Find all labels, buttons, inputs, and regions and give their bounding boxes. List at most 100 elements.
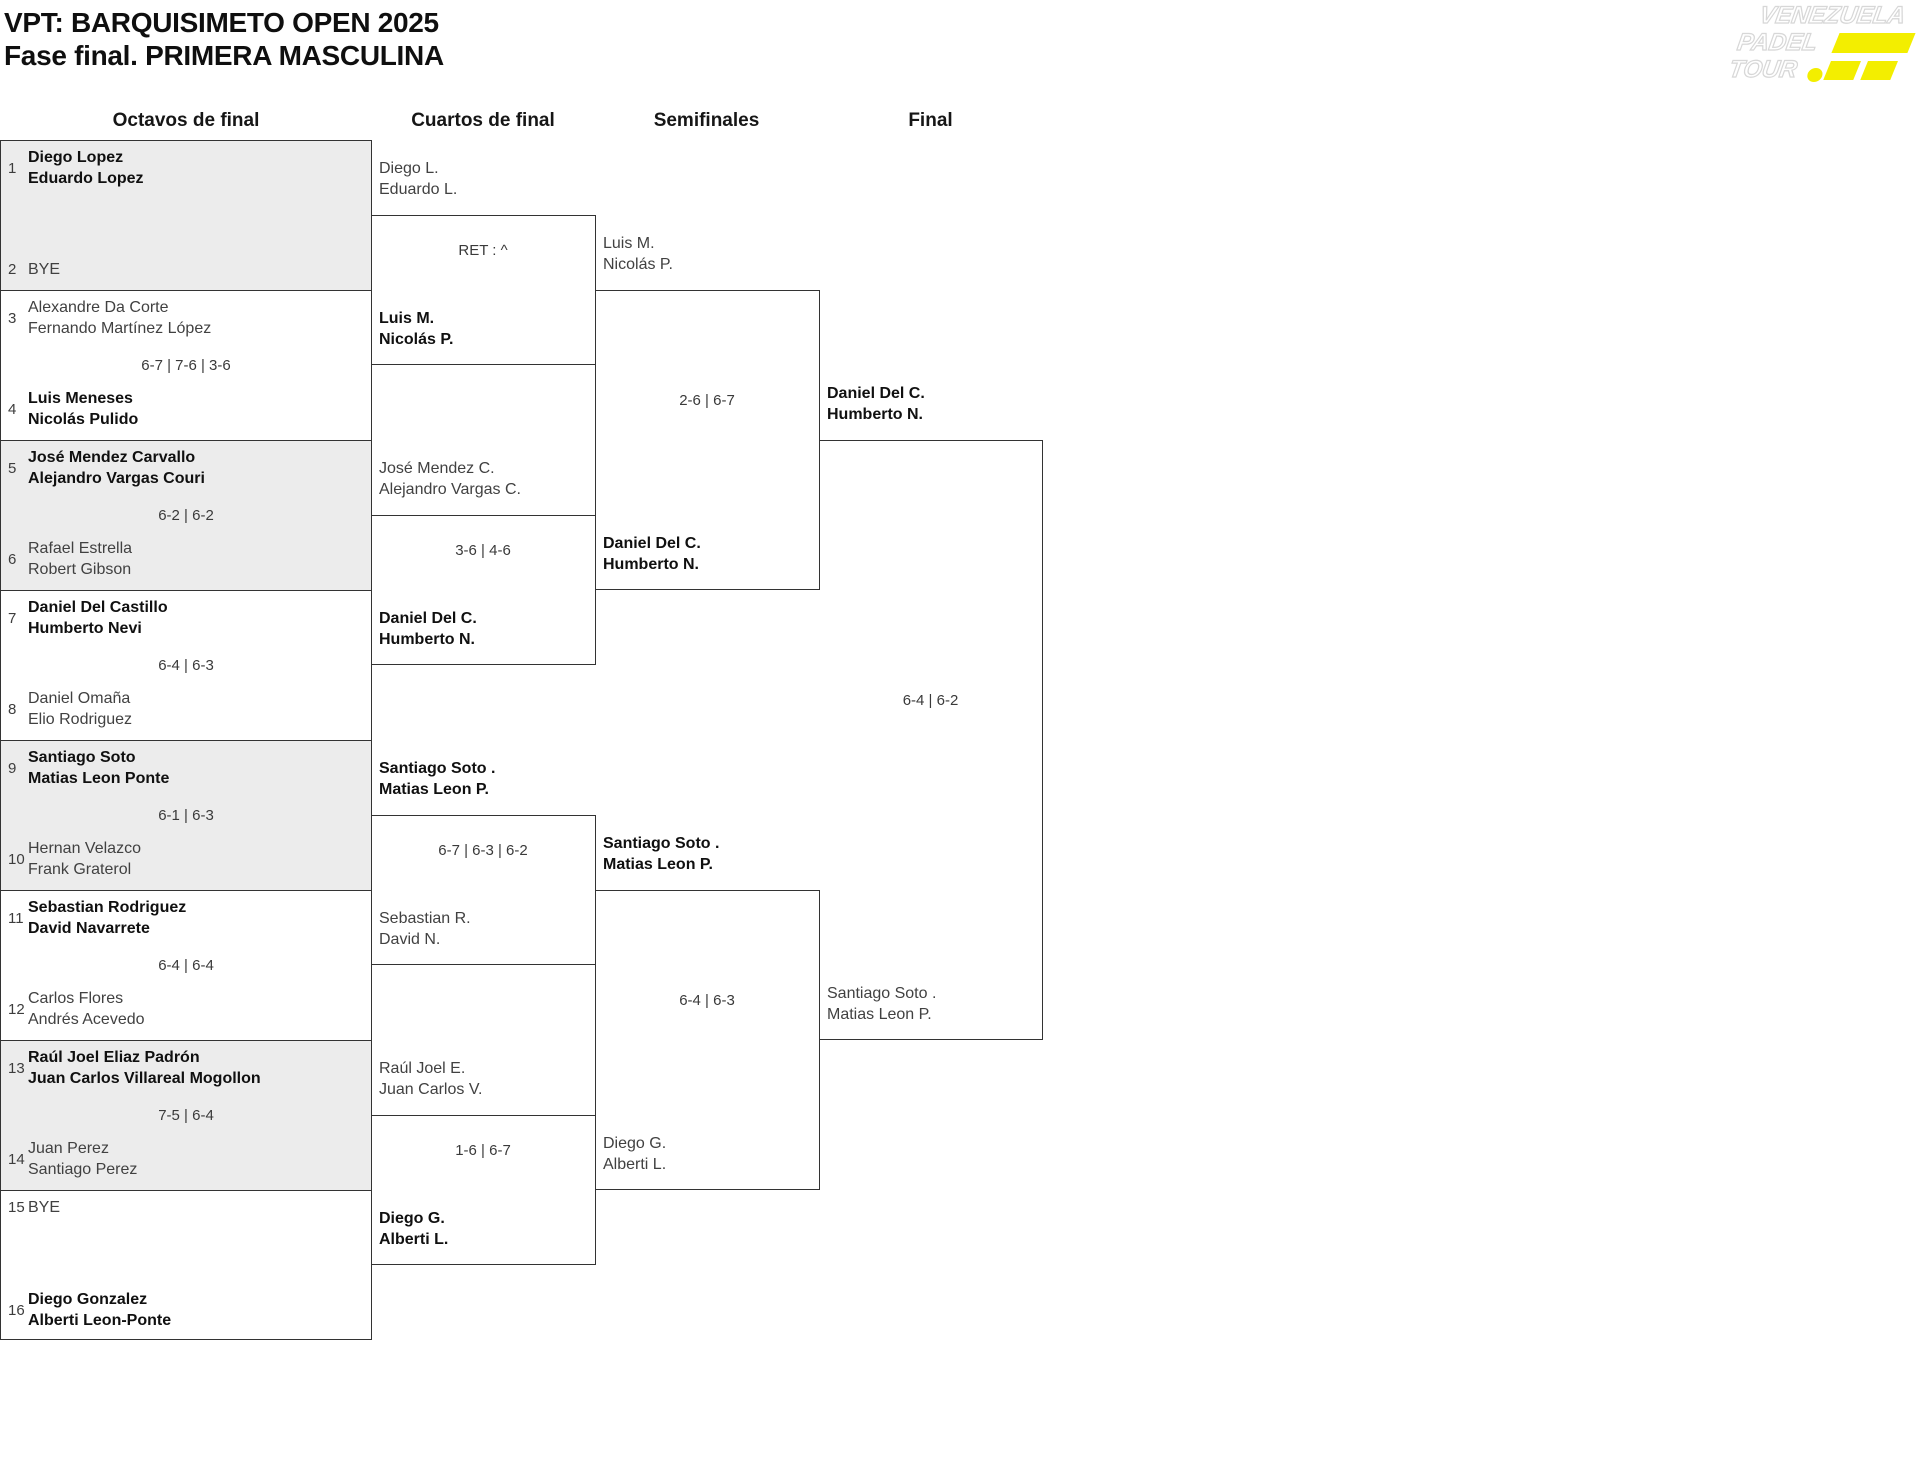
team-name-line: Santiago Soto . [827,985,937,1002]
team-name-line: Santiago Soto . [603,835,720,852]
team-name-line: Daniel Del C. [603,535,701,552]
team-name: Diego G. Alberti L. [603,1133,666,1175]
team-name-line: Humberto N. [379,631,475,648]
team-name-line: Raúl Joel E. [379,1060,466,1077]
team-name: Santiago Soto . Matias Leon P. [827,983,936,1025]
team-name-line: Juan Carlos Villareal Mogollon [28,1070,261,1087]
team-name-line: Rafael Estrella [28,540,133,557]
team-name: Santiago Soto . Matias Leon P. [379,758,495,800]
seed-number: 14 [8,1150,25,1168]
logo-accent-bar [1823,61,1861,80]
team-name-line: Alejandro Vargas C. [379,481,521,498]
team-name-line: BYE [28,1199,61,1216]
team-slot: 2 BYE [8,259,60,280]
seed-number: 2 [8,261,17,278]
team-name: José Mendez C. Alejandro Vargas C. [379,458,521,500]
team-name-line: Frank Graterol [28,861,132,878]
team-name: Diego L.Eduardo L. [379,158,457,200]
team-name-line: Nicolás P. [603,256,673,273]
match-score: 6-2 | 6-2 [158,507,214,524]
seed-number: 1 [8,159,17,177]
seed-number: 7 [8,609,17,627]
team-name-line: Luis M. [603,235,655,252]
team-name-line: Alberti L. [379,1231,449,1248]
team-name-line: Andrés Acevedo [28,1011,145,1028]
team-name-line: Alberti L. [603,1156,667,1173]
seed-number: 3 [8,309,17,327]
team-name-line: Matias Leon P. [603,856,713,873]
team-name-line: Santiago Soto . [379,760,496,777]
team-name-line: Juan Carlos V. [379,1081,483,1098]
team-name-line: Daniel Del C. [827,385,925,402]
team-name: Daniel Del C.Humberto N. [827,383,925,425]
final-match-box [819,440,1043,1040]
team-name: Santiago Soto . Matias Leon P. [603,833,719,875]
page-subtitle: Fase final. PRIMERA MASCULINA [4,40,444,71]
team-name-line: José Mendez C. [379,460,495,477]
match-score: 7-5 | 6-4 [158,1107,214,1124]
round-header-octavos: Octavos de final [112,110,260,131]
team-name-line: Alejandro Vargas Couri [28,470,205,487]
team-name-line: Nicolás Pulido [28,411,139,428]
logo-accent-bar [1831,33,1916,53]
match-score: 6-4 | 6-3 [679,992,735,1009]
team-name-line: Fernando Martínez López [28,320,212,337]
match-score: 6-4 | 6-4 [158,957,214,974]
team-name: BYE [28,259,60,280]
team-name-line: Hernan Velazco [28,840,141,857]
team-name-line: Robert Gibson [28,561,132,578]
team-name-line: Diego G. [603,1135,667,1152]
team-name-line: Juan Perez [28,1140,109,1157]
seed-number: 13 [8,1059,25,1077]
team-name-line: Nicolás P. [379,331,454,348]
match-score: 3-6 | 4-6 [455,542,511,559]
team-name: BYE [28,1197,60,1218]
team-name-line: Diego L. [379,160,439,177]
team-name-line: Alberti Leon-Ponte [28,1312,172,1329]
team-name: Raúl Joel E. Juan Carlos V. [379,1058,482,1100]
team-name-line: José Mendez Carvallo [28,449,196,466]
venezuela-padel-tour-logo: VENEZUELA PADEL TOUR [1726,1,1920,90]
team-name-line: BYE [28,261,61,278]
round-header-final: Final [908,110,953,131]
match-score: RET : ^ [458,242,508,259]
seed-number: 16 [8,1301,25,1319]
team-name-line: David N. [379,931,441,948]
team-name-line: Carlos Flores [28,990,124,1007]
logo-accent-bar [1860,61,1898,80]
round-header-semifinales: Semifinales [653,110,760,131]
seed-number: 11 [8,909,24,927]
cuartos-match-box [371,1115,596,1265]
match-score: 1-6 | 6-7 [455,1142,511,1159]
team-name-line: Matias Leon P. [827,1006,932,1023]
team-name-line: Santiago Soto [28,749,136,766]
logo-accent-dot [1806,68,1824,82]
team-name-line: Matias Leon P. [379,781,489,798]
